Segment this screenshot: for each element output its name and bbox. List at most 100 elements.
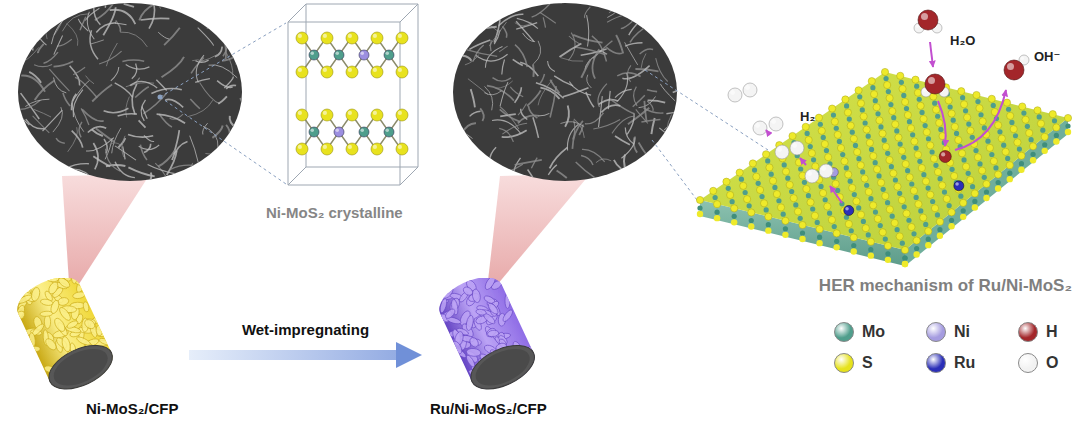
mo-atom <box>899 80 904 85</box>
s-atom <box>976 105 983 112</box>
nanosheet <box>165 99 183 107</box>
nanosheet <box>607 14 627 22</box>
mo-atom <box>963 108 968 113</box>
mo-atom <box>852 192 857 197</box>
atom-highlight <box>398 111 402 115</box>
nanosheet <box>557 171 567 179</box>
mo-atom <box>904 106 909 111</box>
mo-atom <box>764 207 769 212</box>
mo-atom <box>857 94 862 99</box>
nanosheet <box>162 57 185 78</box>
inset-caption: Ni-MoS₂ crystalline <box>266 204 403 221</box>
nanosheet <box>144 144 151 153</box>
nanosheet <box>124 4 134 7</box>
nanosheet <box>130 81 157 88</box>
s-atom <box>766 164 773 171</box>
s-atom <box>777 204 784 211</box>
atom-highlight <box>923 89 927 93</box>
nanosheet <box>236 56 252 64</box>
nanosheet <box>210 160 228 184</box>
nanosheet <box>95 4 113 20</box>
mo-atom <box>863 120 868 125</box>
s-atom <box>807 199 814 206</box>
nanosheet <box>516 21 534 41</box>
mo-atom <box>821 135 826 140</box>
atom-highlight <box>311 52 315 56</box>
nanosheet <box>630 23 652 42</box>
mo-atom <box>878 223 883 228</box>
nanosheet <box>180 177 184 190</box>
nanosheet-flake <box>57 278 71 289</box>
nanosheet <box>548 165 557 175</box>
mo-atom <box>997 129 1002 134</box>
atom-highlight <box>336 129 340 133</box>
mo-atom <box>1065 123 1070 128</box>
s-atom <box>925 242 931 248</box>
mo-atom <box>873 209 878 214</box>
nanosheet <box>20 149 38 169</box>
s-atom <box>789 132 796 139</box>
nanosheet <box>195 79 210 83</box>
s-atom <box>828 216 835 223</box>
nanosheet <box>191 177 198 199</box>
s-atom <box>829 105 836 112</box>
nanosheet <box>205 154 234 158</box>
nanosheet <box>435 36 456 42</box>
reaction-arrow <box>766 130 770 135</box>
nanosheet <box>607 9 619 17</box>
s-atom <box>748 209 755 216</box>
s-atom <box>870 202 877 209</box>
atom-highlight <box>955 182 959 186</box>
nanosheet <box>54 36 63 55</box>
s-atom <box>879 229 886 236</box>
nanosheet <box>207 6 223 29</box>
nanosheet <box>73 67 85 75</box>
unit-cell-edge <box>418 4 419 167</box>
mo-atom <box>1042 142 1047 147</box>
nanosheet-flake <box>501 308 514 323</box>
nanosheet <box>667 114 672 144</box>
s-atom <box>995 171 1002 178</box>
nanosheet <box>538 113 550 115</box>
atom <box>371 66 383 78</box>
atom <box>384 127 394 137</box>
s-atom <box>862 225 869 232</box>
mo-atom <box>914 195 919 200</box>
s-atom <box>902 160 909 167</box>
nanosheet-flake <box>450 339 463 355</box>
s-atom <box>1010 125 1017 132</box>
s-atom <box>892 121 899 128</box>
nanosheet <box>533 117 539 138</box>
nanosheet <box>230 116 237 128</box>
zoom-point <box>158 95 163 100</box>
s-atom <box>790 195 797 202</box>
atom-highlight <box>348 145 352 149</box>
nanosheet <box>44 52 59 63</box>
nanosheet-flake <box>45 278 59 282</box>
s-atom <box>855 87 862 94</box>
nanosheet <box>15 164 28 168</box>
unit-cell-edge <box>306 4 418 5</box>
nanosheet <box>54 61 74 66</box>
mo-atom <box>815 220 820 225</box>
atom-highlight <box>373 145 377 149</box>
s-atom <box>902 98 909 105</box>
nanosheet <box>70 66 80 86</box>
nanosheet <box>497 170 524 186</box>
mo-atom <box>805 131 810 136</box>
fiber-node: Ru/Ni-MoS₂/CFP <box>426 278 549 418</box>
nanosheet <box>475 27 497 29</box>
s-atom <box>927 191 934 198</box>
nanosheet <box>499 14 524 26</box>
s-atom <box>762 151 769 158</box>
atom-highlight <box>298 68 302 72</box>
nanosheet <box>72 131 83 148</box>
nanosheet <box>240 98 248 112</box>
fiber-end-core <box>470 341 535 393</box>
nanosheet <box>527 90 541 106</box>
nanosheet <box>515 45 527 67</box>
nanosheet <box>94 6 101 24</box>
s-atom <box>1037 120 1044 127</box>
nanosheet <box>54 78 67 93</box>
s-atom <box>937 233 943 239</box>
